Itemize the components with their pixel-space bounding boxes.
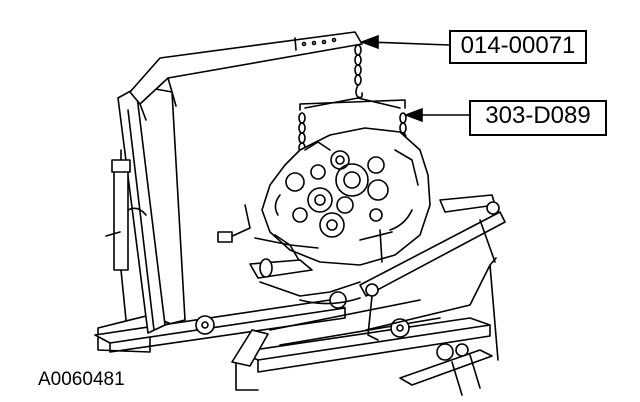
part-number-label-lower: 303-D089 [485,102,591,129]
figure-id: A0060481 [38,369,125,390]
hydraulic-ram [105,149,147,321]
engine-assembly [261,127,431,266]
hoist-boom [129,31,363,121]
part-number-label-upper: 014-00071 [460,32,576,59]
lifting-chain [354,44,363,99]
part-number-callout-lower: 303-D089 [469,100,607,136]
engine-stand [217,194,506,361]
hoist-base-frame [94,299,493,396]
part-number-callout-upper: 014-00071 [449,30,587,64]
callout-leaders [359,34,469,123]
